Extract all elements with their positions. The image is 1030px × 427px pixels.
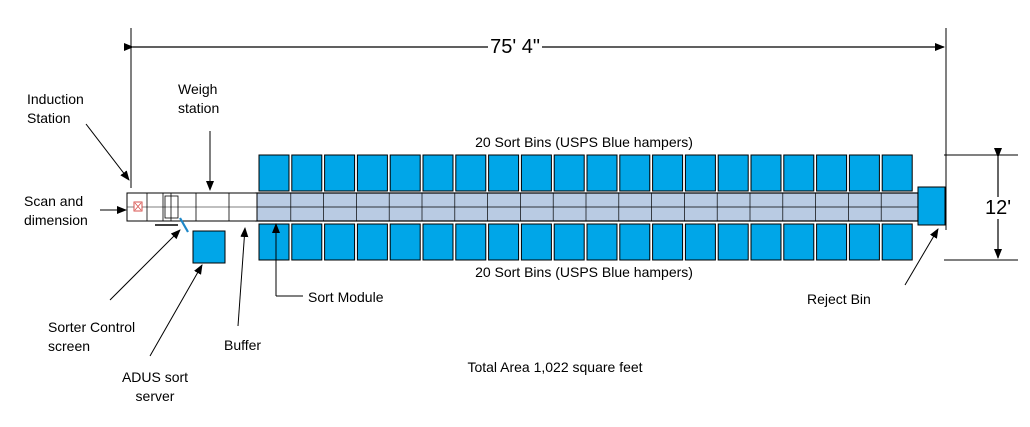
sort-bin-top [783,154,815,192]
sort-module-conveyor [255,192,919,222]
sort-bin-bottom [750,223,782,261]
sort-bin-top [324,154,356,192]
sort-bin-top [848,154,880,192]
conveyor-rollers [290,193,882,221]
sorter-control-screen-label: Sorter Control screen [48,319,136,354]
buffer-arrow [237,227,249,327]
sort-bin-top [356,154,388,192]
sort-bin-top [553,154,585,192]
sort-bin-bottom [324,223,356,261]
induction-station-label: Induction Station [27,91,84,126]
sort-bin-top [422,154,454,192]
sort-bin-bottom [684,223,716,261]
bottom-sort-bins [258,223,913,261]
sort-bin-bottom [848,223,880,261]
sort-bin-top [684,154,716,192]
reject-bin-arrow [904,228,939,286]
infeed-line [126,192,258,233]
sorter-control-screen-arrow [109,229,181,301]
weigh-station-frame [164,195,179,219]
sort-bin-bottom [520,223,552,261]
reject-bin [917,186,946,226]
buffer-label: Buffer [224,337,262,353]
sort-bin-top [586,154,618,192]
induction-station-arrow [85,123,130,181]
sort-bin-bottom [488,223,520,261]
reject-bin-label: Reject Bin [807,291,871,307]
sort-bin-top [717,154,749,192]
sort-module-label: Sort Module [308,289,384,305]
sort-bin-bottom [619,223,651,261]
sort-bin-top [652,154,684,192]
sort-bin-bottom [816,223,848,261]
top-bins-label: 20 Sort Bins (USPS Blue hampers) [475,134,693,150]
top-sort-bins [258,154,913,192]
width-dimension-label: 12' [984,197,1012,219]
callout-arrows [85,123,939,357]
sort-bin-bottom [553,223,585,261]
sort-bin-top [291,154,323,192]
sort-bin-bottom [422,223,454,261]
adus-sort-server-box [192,230,226,264]
sort-bin-top [520,154,552,192]
sort-bin-bottom [389,223,421,261]
sort-bin-bottom [455,223,487,261]
sort-bin-top [619,154,651,192]
sort-bin-bottom [356,223,388,261]
sort-bin-bottom [783,223,815,261]
sort-bin-bottom [881,223,913,261]
bottom-bins-label: 20 Sort Bins (USPS Blue hampers) [475,264,693,280]
weigh-station-label: Weigh station [178,81,220,116]
scanner-marker-x [134,202,142,211]
scan-and-dimension-label: Scan and dimension [24,193,88,228]
sort-bin-top [389,154,421,192]
sort-bin-top [750,154,782,192]
sort-bin-bottom [717,223,749,261]
sorter-control-screen-shape [179,217,189,233]
adus-sort-server-label: ADUS sort server [121,369,189,404]
sort-bin-top [455,154,487,192]
sort-bin-bottom [586,223,618,261]
total-area-label: Total Area 1,022 square feet [467,359,643,375]
sort-bin-top [816,154,848,192]
sort-bin-bottom [652,223,684,261]
sort-bin-top [258,154,290,192]
sort-bin-bottom [291,223,323,261]
sort-bin-top [488,154,520,192]
adus-sort-server-arrow [149,264,203,357]
sort-bin-top [881,154,913,192]
sort-bin-bottom [258,223,290,261]
